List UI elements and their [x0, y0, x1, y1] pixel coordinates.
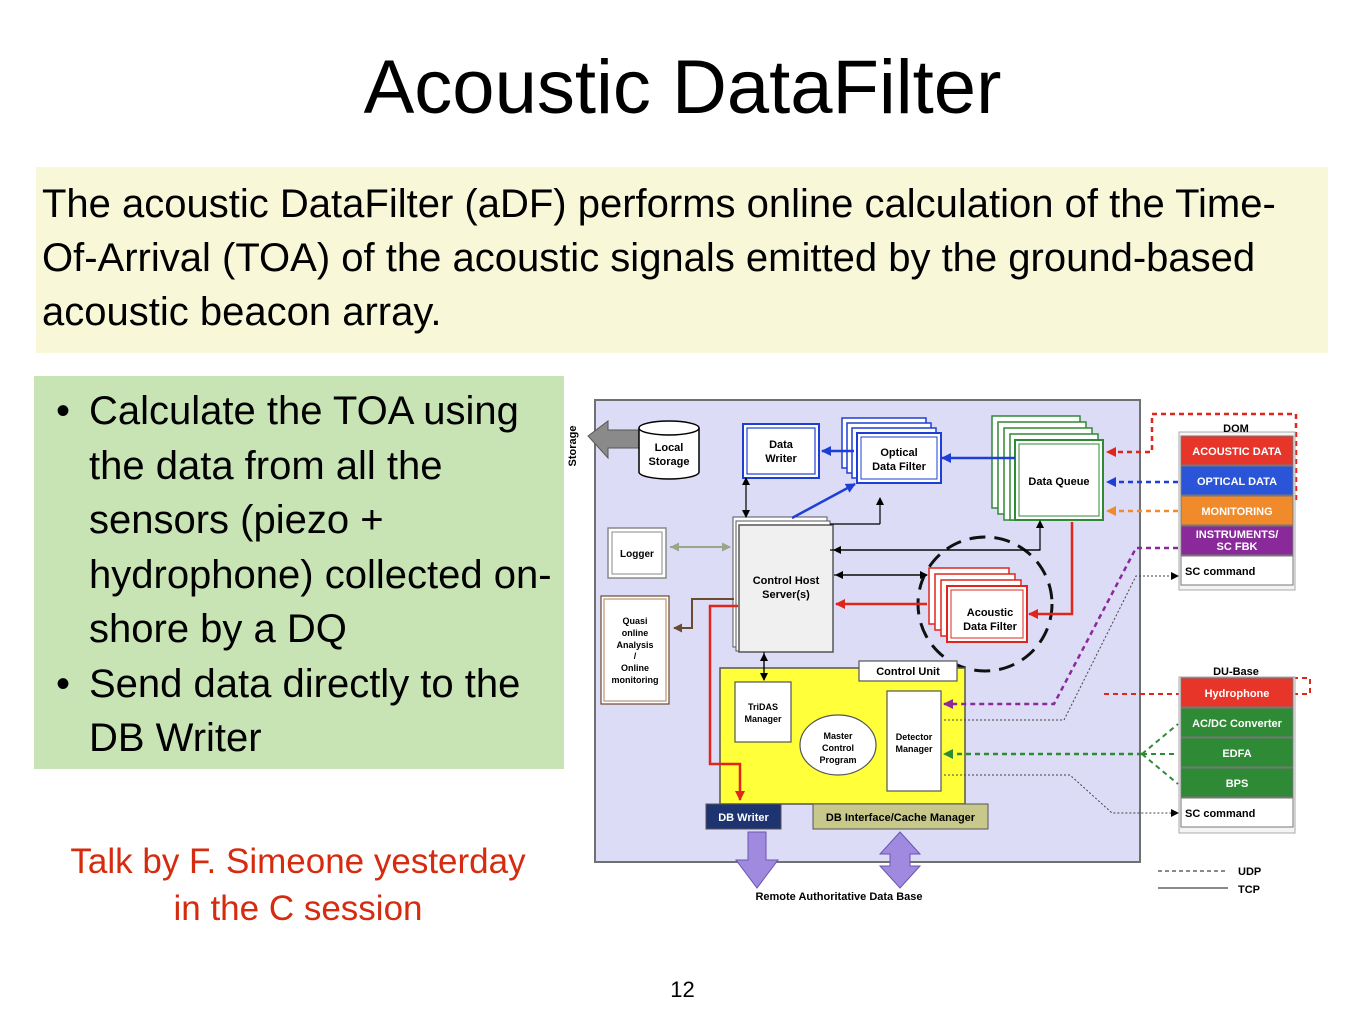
panel-item-label: BPS	[1226, 778, 1249, 790]
panel-item-box	[1180, 525, 1294, 556]
intro-text-box: The acoustic DataFilter (aDF) performs o…	[36, 167, 1328, 353]
storage-label: Storage	[567, 426, 579, 467]
du-green-branches	[1141, 723, 1179, 785]
quasi-online-label: /	[634, 651, 637, 661]
remote-db-label: Remote Authoritative Data Base	[755, 891, 922, 903]
detector-manager-label: Detector	[896, 732, 933, 742]
dom-acoustic-connector	[1106, 412, 1298, 500]
quasi-online-label: Online	[621, 663, 649, 673]
local-storage-node: Local Storage	[638, 420, 700, 480]
panel-item-label: ACOUSTIC DATA	[1192, 446, 1281, 458]
panel-item-label: AC/DC Converter	[1192, 718, 1283, 730]
panel-item-box	[1180, 495, 1294, 526]
tridas-manager-label: Manager	[744, 714, 782, 724]
tridas-manager-label: TriDAS	[748, 702, 778, 712]
db-writer-label: DB Writer	[718, 812, 769, 824]
line-legend: UDP TCP	[1158, 866, 1261, 896]
slide-title: Acoustic DataFilter	[363, 45, 1002, 130]
master-control-program-node	[799, 714, 877, 776]
panel-item-box	[1180, 797, 1294, 828]
architecture-diagram: Storage Local Storage Data Writer Optica…	[567, 399, 1311, 903]
panel-item-box	[1180, 465, 1294, 496]
quasi-online-node: Quasi online Analysis / Online monitorin…	[600, 595, 670, 705]
quasi-online-label: Quasi	[622, 616, 647, 626]
legend-tcp-label: TCP	[1238, 884, 1260, 896]
panel-item-label: SC command	[1185, 566, 1255, 578]
panel-item-box	[1180, 677, 1294, 708]
black-connectors	[742, 477, 1044, 681]
db-interface-bidirectional-arrow	[878, 831, 922, 889]
panel-item-box	[1180, 767, 1294, 798]
panel-item-label: SC FBK	[1217, 541, 1258, 553]
dom-panel: DOM ACOUSTIC DATA OPTICAL DATA MONITORING I…	[1178, 423, 1296, 591]
quasi-online-connector	[673, 598, 734, 633]
talk-note-line: Talk by F. Simeone yesterday	[70, 842, 526, 881]
panel-item-label: MONITORING	[1201, 506, 1272, 518]
dom-header: DOM	[1223, 423, 1249, 435]
acoustic-data-filter-label: Data Filter	[963, 621, 1018, 633]
data-queue-node: Data Queue	[991, 415, 1104, 521]
talk-note: Talk by F. Simeone yesterday in the C se…	[30, 838, 566, 932]
db-interface-node	[812, 803, 989, 830]
logger-node: Logger	[607, 527, 667, 579]
panel-item-label: Hydrophone	[1205, 688, 1270, 700]
quasi-online-label: online	[622, 628, 649, 638]
control-host-server-node: Control Host Server(s)	[732, 516, 834, 653]
data-writer-label: Writer	[765, 453, 797, 465]
detector-manager-label: Manager	[895, 744, 933, 754]
optical-data-filter-node: Optical Data Filter	[841, 417, 942, 484]
bullet-list: Calculate the TOA using the data from al…	[34, 376, 564, 766]
red-data-arrows	[708, 522, 1074, 801]
db-writer-output-arrow	[735, 831, 779, 889]
du-base-header: DU-Base	[1213, 666, 1259, 678]
panel-item-box	[1180, 707, 1294, 738]
dom-instruments-connector	[943, 546, 1178, 709]
quasi-online-label: Analysis	[616, 640, 653, 650]
local-storage-label: Storage	[649, 456, 690, 468]
db-interface-label: DB Interface/Cache Manager	[826, 812, 976, 824]
legend-udp-label: UDP	[1238, 866, 1261, 878]
control-unit-panel: Control Unit TriDAS Manager Master Contr…	[719, 660, 966, 805]
master-control-program-label: Program	[819, 755, 856, 765]
panel-item-box	[1180, 435, 1294, 466]
data-writer-label: Data	[769, 439, 794, 451]
logger-label: Logger	[620, 549, 654, 560]
control-host-server-label: Control Host	[753, 575, 820, 587]
panel-item-label: EDFA	[1222, 748, 1251, 760]
panel-item-label: SC command	[1185, 808, 1255, 820]
acoustic-data-filter-node: Acoustic Data Filter	[916, 535, 1054, 673]
master-control-program-label: Control	[822, 743, 854, 753]
bullet-box: Calculate the TOA using the data from al…	[34, 376, 564, 769]
bullet-item: Calculate the TOA using the data from al…	[56, 384, 564, 657]
acoustic-data-filter-label: Acoustic	[967, 607, 1013, 619]
quasi-online-label: monitoring	[612, 675, 659, 685]
panel-item-label: OPTICAL DATA	[1197, 476, 1277, 488]
control-unit-label: Control Unit	[876, 666, 940, 678]
db-writer-node	[705, 803, 782, 830]
page-number: 12	[670, 977, 695, 1002]
optical-data-filter-label: Optical	[880, 447, 917, 459]
local-storage-label: Local	[655, 442, 684, 454]
control-host-server-label: Server(s)	[762, 589, 810, 601]
panel-item-box	[1180, 555, 1294, 586]
master-control-program-label: Master	[823, 731, 853, 741]
panel-item-label: INSTRUMENTS/	[1196, 529, 1279, 541]
tridas-manager-node	[734, 681, 792, 743]
optical-data-filter-label: Data Filter	[872, 461, 927, 473]
data-writer-node: Data Writer	[742, 423, 820, 479]
bullet-item: Send data directly to the DB Writer	[56, 657, 564, 766]
dom-sc-command-connector	[944, 572, 1179, 721]
panel-item-box	[1180, 737, 1294, 768]
talk-note-line: in the C session	[173, 889, 423, 928]
data-queue-label: Data Queue	[1028, 476, 1089, 488]
blue-data-arrows	[791, 446, 1015, 520]
detector-manager-node	[886, 690, 942, 792]
